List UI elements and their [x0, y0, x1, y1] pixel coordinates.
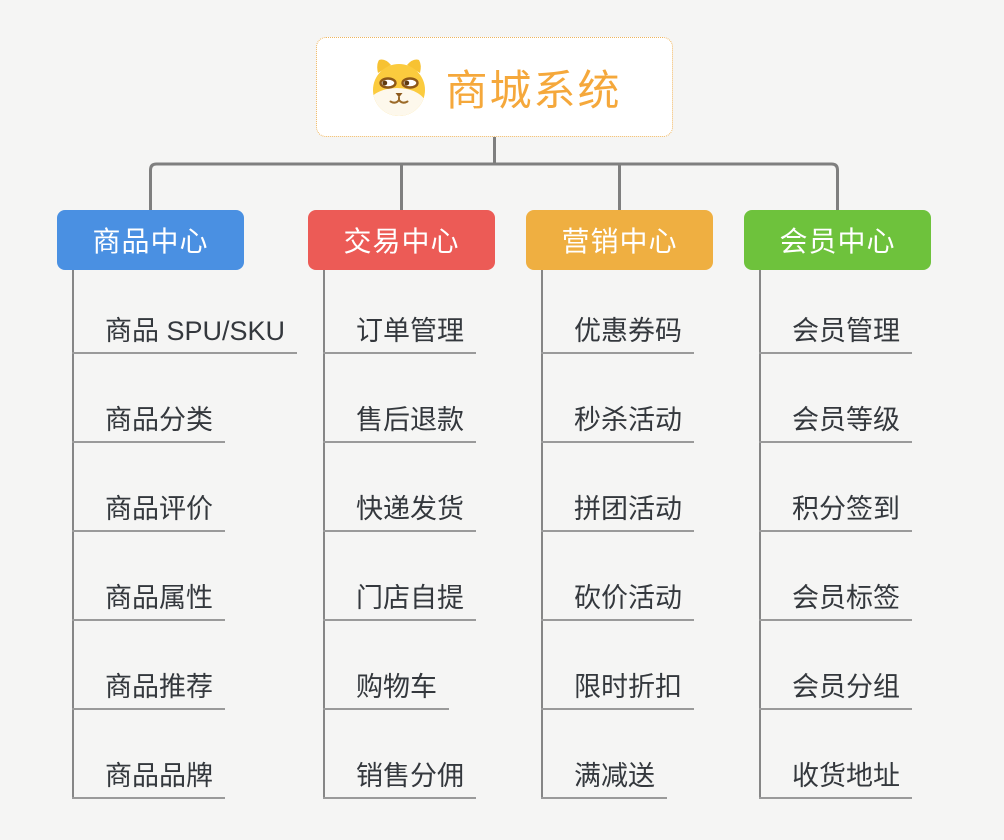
branch-label: 商品中心: [92, 226, 209, 257]
leaf-node[interactable]: 优惠券码: [541, 313, 694, 354]
root-title: 商城系统: [445, 66, 622, 114]
leaf-node[interactable]: 商品评价: [72, 491, 225, 532]
branch-member-center[interactable]: 会员中心: [744, 210, 931, 270]
leaf-node[interactable]: 门店自提: [323, 580, 476, 621]
leaf-node[interactable]: 会员管理: [759, 313, 912, 354]
root-node[interactable]: 商城系统: [316, 37, 673, 137]
branch-label: 会员中心: [779, 226, 896, 257]
leaf-node[interactable]: 快递发货: [323, 491, 476, 532]
branch-trade-center[interactable]: 交易中心: [308, 210, 495, 270]
leaf-node[interactable]: 商品品牌: [72, 758, 225, 799]
leaf-node[interactable]: 砍价活动: [541, 580, 694, 621]
leaf-node[interactable]: 售后退款: [323, 402, 476, 443]
leaf-node[interactable]: 会员分组: [759, 669, 912, 710]
leaf-node[interactable]: 商品属性: [72, 580, 225, 621]
leaf-node[interactable]: 满减送: [541, 758, 667, 799]
leaf-node[interactable]: 会员标签: [759, 580, 912, 621]
leaf-node[interactable]: 积分签到: [759, 491, 912, 532]
branch-label: 交易中心: [343, 226, 460, 257]
branch-marketing-center[interactable]: 营销中心: [526, 210, 713, 270]
leaf-node[interactable]: 购物车: [323, 669, 449, 710]
leaf-node[interactable]: 商品 SPU/SKU: [72, 313, 298, 354]
leaf-node[interactable]: 拼团活动: [541, 491, 694, 532]
dog-face-icon: [373, 59, 426, 116]
leaf-node[interactable]: 商品分类: [72, 402, 225, 443]
leaf-node[interactable]: 限时折扣: [541, 669, 694, 710]
leaf-node[interactable]: 订单管理: [323, 313, 476, 354]
leaf-node[interactable]: 销售分佣: [323, 758, 476, 799]
leaf-node[interactable]: 秒杀活动: [541, 402, 694, 443]
leaf-node[interactable]: 会员等级: [759, 402, 912, 443]
leaf-node[interactable]: 商品推荐: [72, 669, 225, 710]
leaf-node[interactable]: 收货地址: [759, 758, 912, 799]
branch-label: 营销中心: [561, 226, 678, 257]
branch-product-center[interactable]: 商品中心: [57, 210, 244, 270]
